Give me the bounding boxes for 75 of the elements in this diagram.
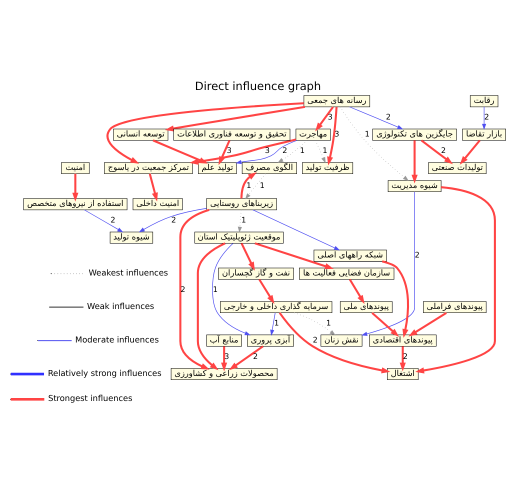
- arrow: [236, 140, 298, 164]
- legend-label: Moderate influences: [75, 334, 159, 344]
- node-box: سازمان فضایی فعالیت ها: [299, 267, 394, 280]
- arrow: [420, 139, 453, 164]
- node-box: امنیت داخلی: [132, 198, 183, 210]
- node-box: زیربناهای روستایی: [206, 198, 277, 210]
- arrow: [327, 106, 338, 165]
- node-box: پیوندهای اقتصادی: [369, 334, 436, 346]
- arrow: [228, 344, 264, 370]
- node-box: تولید علم: [198, 162, 237, 174]
- arrow: [254, 242, 334, 269]
- node-box: جایگزین های تکنولوژی: [372, 128, 457, 140]
- legend-label: Weakest influences: [88, 267, 168, 278]
- arrow: [340, 106, 409, 181]
- node-box: شیوه تولید: [110, 231, 154, 244]
- arrow: [238, 209, 242, 232]
- arrow: [277, 140, 308, 162]
- node-box: محصولات زراعی و کشاورزی: [170, 368, 278, 380]
- diagram-title: Direct influence graph: [194, 78, 322, 93]
- arrow: [482, 106, 486, 130]
- arrow: [315, 106, 334, 131]
- node-box: سرمایه گذاری داخلی و خارجی: [220, 300, 332, 313]
- node-box: رقابت: [470, 94, 498, 107]
- node-box: پیوندهای ملی: [340, 300, 392, 313]
- arrow: [315, 140, 326, 163]
- arrow: [371, 312, 400, 336]
- arrow: [408, 311, 447, 336]
- arrow: [278, 312, 390, 373]
- arrow: [164, 105, 306, 132]
- legend-label: Strongest influences: [48, 392, 132, 403]
- arrow: [179, 208, 210, 370]
- node-box: تولیدات صنعتی: [428, 162, 486, 174]
- node-box: مهاجرت: [296, 128, 331, 140]
- arrow: [245, 172, 266, 199]
- arrow: [382, 260, 410, 338]
- node-box: تمرکز جمعیت در یاسوج: [104, 162, 193, 174]
- arrow: [72, 173, 78, 202]
- node-box: موقعیت ژئوپلیتیک استان: [194, 231, 284, 244]
- node-box: امنیت: [61, 162, 90, 174]
- arrow: [218, 139, 230, 165]
- node-box: نفت و گاز گچساران: [218, 267, 294, 280]
- arrow: [196, 242, 226, 370]
- arrow: [240, 242, 255, 270]
- arrow: [400, 346, 406, 371]
- node-box: شبکه راههای اصلی: [314, 249, 387, 262]
- node-box: اشتغال: [387, 368, 418, 380]
- node-box: تحقیق و توسعه فناوری اطلاعات: [173, 128, 290, 140]
- arrow: [148, 173, 158, 201]
- arrow: [294, 312, 336, 335]
- node-box: بازار تقاضا: [462, 128, 506, 140]
- arrow: [412, 140, 418, 183]
- node-box: پیوندهای فراملی: [423, 300, 486, 313]
- arrow: [348, 278, 365, 304]
- node-box: شیوه مدیریت: [388, 180, 442, 192]
- arrow: [361, 191, 415, 336]
- legend-label: Relatively strong influences: [48, 368, 162, 378]
- arrow: [84, 209, 124, 232]
- node-box: رسانه های جمعی: [304, 94, 370, 107]
- arrow: [212, 242, 251, 335]
- arrow: [258, 278, 274, 304]
- arrow: [460, 139, 481, 164]
- node-box: منابع آب: [206, 334, 242, 346]
- arrow: [270, 312, 276, 336]
- arrow: [349, 106, 404, 129]
- node-box: ظرفیت تولید: [302, 162, 354, 174]
- node-box: توسعه انسانی: [113, 128, 168, 140]
- node-box: الگوی مصرف: [242, 162, 297, 174]
- node-box: آبزی پروری: [247, 334, 294, 346]
- arrow: [240, 172, 257, 198]
- legend-label: Weak influences: [87, 300, 154, 311]
- arrow: [252, 209, 340, 250]
- arrow: [415, 186, 496, 373]
- arrow: [138, 208, 207, 232]
- node-box: نقش زنان: [320, 334, 362, 346]
- node-box: استفاده از نیروهای متخصص: [23, 198, 128, 210]
